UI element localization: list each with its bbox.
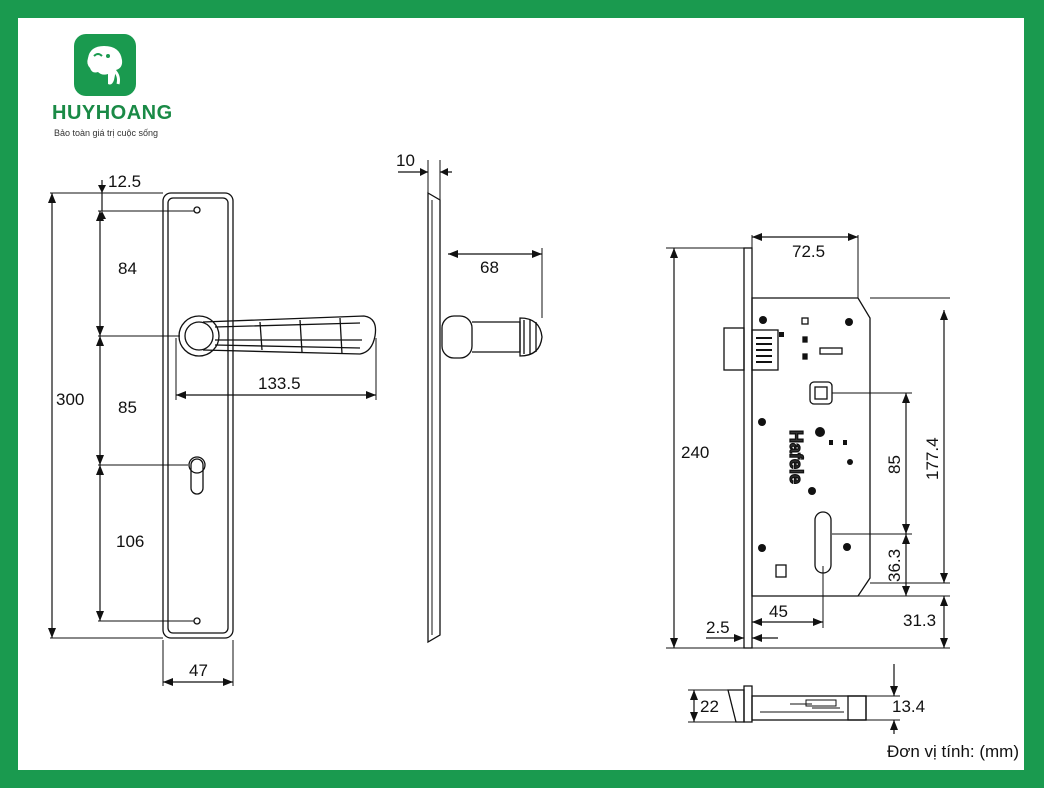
plate-outline [162, 192, 234, 639]
brand-logo: HUYHOANG Bảo toàn giá trị cuộc sống [52, 34, 172, 164]
dim-plate-width: 47 [189, 661, 208, 680]
dim-backset-depth: 72.5 [792, 242, 825, 261]
slot [819, 347, 843, 355]
cylinder-hole [814, 511, 832, 574]
lock-body-view: Hafele [666, 233, 950, 649]
keyhole-top [188, 456, 206, 474]
side-plate [427, 191, 441, 644]
diagram-frame: HUYHOANG Bảo toàn giá trị cuộc sống [18, 18, 1024, 770]
dim-faceplate-height: 240 [681, 443, 709, 462]
follower-hub [809, 381, 833, 405]
dim-top-hole-offset: 12.5 [108, 172, 141, 191]
keyhole [190, 458, 204, 495]
faceplate [743, 247, 753, 649]
lever-handle [178, 315, 377, 357]
latch-bolt [723, 327, 745, 371]
dim-case-bottom-to-faceplate: 31.3 [903, 611, 936, 630]
lock-case [751, 297, 871, 597]
dim-handle-length: 133.5 [258, 374, 301, 393]
dim-handle-projection: 68 [480, 258, 499, 277]
dim-faceplate-width: 22 [700, 697, 719, 716]
bolt-faceplate [743, 685, 753, 723]
dim-bolt-height: 13.4 [892, 697, 925, 716]
dim-backset: 45 [769, 602, 788, 621]
case-rivets [758, 316, 853, 552]
dim-total-height: 300 [56, 390, 84, 409]
dim-faceplate-thickness: 2.5 [706, 618, 730, 637]
dim-cyl-to-case-bottom: 36.3 [885, 549, 904, 582]
dim-handle-to-key: 85 [118, 398, 137, 417]
dim-case-height: 177.4 [923, 437, 942, 480]
plate-inner-outline [167, 197, 229, 634]
dim-hole-to-handle: 84 [118, 259, 137, 278]
marker [775, 564, 787, 578]
top-screw-hole [193, 206, 201, 214]
bottom-screw-hole [193, 617, 201, 625]
dim-center-distance: 85 [885, 455, 904, 474]
dim-plate-thickness: 10 [396, 151, 415, 170]
side-view [398, 160, 543, 644]
technical-drawing: Hafele [48, 151, 1019, 761]
side-lever [441, 315, 543, 359]
dim-key-to-bottom-hole: 106 [116, 532, 144, 551]
brand-tagline: Bảo toàn giá trị cuộc sống [54, 128, 159, 138]
brand-name: HUYHOANG [52, 102, 173, 124]
bolt-top-view [688, 664, 900, 734]
unit-label: Đơn vị tính: (mm) [887, 742, 1019, 761]
latch-housing [751, 329, 779, 371]
front-plate-view [48, 180, 377, 686]
brand-marking: Hafele [786, 430, 806, 484]
elephant-icon [74, 34, 136, 96]
